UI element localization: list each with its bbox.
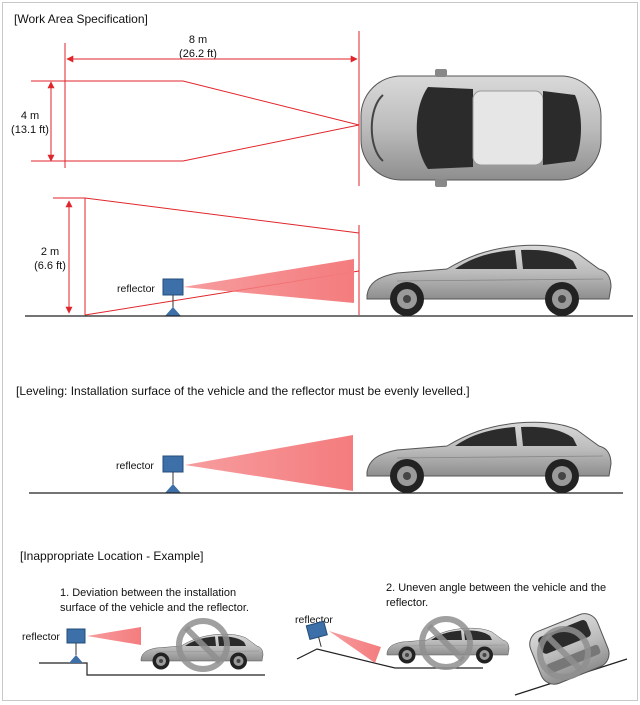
example-one-diagram <box>39 621 265 676</box>
example-one-beam <box>87 627 141 645</box>
height-feet: (6.6 ft) <box>34 260 66 272</box>
width-dimension-label: 4 m (13.1 ft) <box>5 109 55 137</box>
side-beam <box>183 259 354 303</box>
example-one-step-ground <box>39 662 265 676</box>
example-one-reflector <box>66 628 86 644</box>
car-leveling-view <box>366 421 612 494</box>
side-view-diagram <box>25 197 633 317</box>
leveling-reflector <box>162 455 184 473</box>
section-title-work-area: [Work Area Specification] <box>14 12 148 26</box>
leveling-diagram <box>29 421 623 494</box>
height-meters: 2 m <box>40 246 60 258</box>
car-side-view <box>366 244 612 317</box>
top-field-lower-line <box>31 124 360 162</box>
side-field-upper-line <box>53 197 360 234</box>
car-top-view <box>360 69 602 187</box>
width-meters: 4 m <box>20 110 40 122</box>
section-title-leveling: [Leveling: Installation surface of the v… <box>16 384 470 398</box>
example-two-reflector <box>305 620 328 640</box>
example-two-diagram <box>296 613 628 696</box>
section-title-inappropriate: [Inappropriate Location - Example] <box>20 549 204 563</box>
leveling-beam <box>185 435 353 491</box>
leveling-reflector-stand <box>165 484 181 493</box>
side-reflector-stand <box>165 307 181 316</box>
reflector-label-leveling: reflector <box>116 460 154 472</box>
diagram-graphics <box>25 31 633 696</box>
top-view-diagram <box>31 31 602 187</box>
example-two-beam <box>329 631 381 663</box>
reflector-label-side: reflector <box>117 283 155 295</box>
example-two-caption: 2. Uneven angle between the vehicle and … <box>386 582 607 609</box>
side-reflector <box>162 278 184 296</box>
example-one-car <box>140 633 264 670</box>
example-one-caption: 1. Deviation between the installation su… <box>60 587 249 614</box>
reflector-label-example-one: reflector <box>22 631 60 643</box>
height-dimension-label: 2 m (6.6 ft) <box>25 245 75 273</box>
length-meters: 8 m <box>188 34 208 46</box>
top-field-upper-line <box>31 80 360 126</box>
width-feet: (13.1 ft) <box>11 124 49 136</box>
